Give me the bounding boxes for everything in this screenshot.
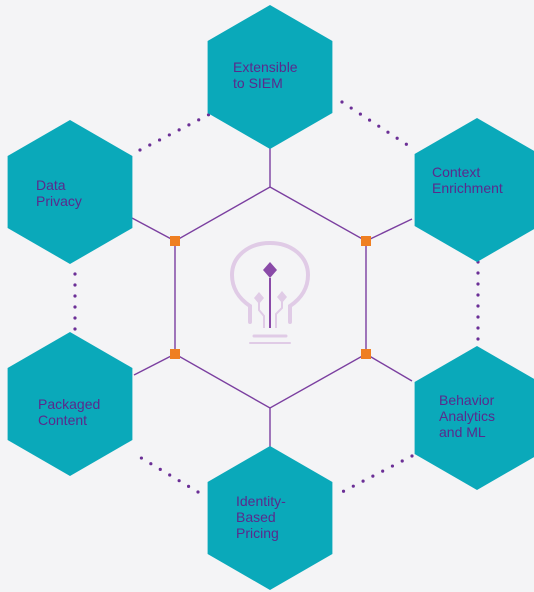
hexagon-shape (207, 5, 333, 149)
hexagon-label-line: Analytics (439, 408, 495, 424)
hexagon-label-line: Packaged (38, 396, 100, 412)
circuit-trace (275, 298, 283, 328)
dotted-links (73, 100, 480, 494)
hexagon-label-line: Extensible (233, 59, 298, 75)
hexagon-label-line: Identity- (236, 493, 286, 509)
circuit-trace (258, 300, 265, 328)
hexagon-shape (7, 332, 133, 476)
lightbulb-circuit-icon (229, 240, 311, 344)
dotted-link (136, 454, 200, 494)
hexagon-label-line: Behavior (439, 392, 495, 408)
connector-node (170, 236, 180, 246)
circuit-node (277, 291, 287, 303)
connector-node (170, 349, 180, 359)
hexagon-label-line: Based (236, 509, 276, 525)
dotted-link (340, 454, 414, 494)
hexagon-shape (7, 120, 133, 264)
hexagon-label-line: Context (432, 164, 480, 180)
hexagon-shape (207, 446, 333, 590)
spoke-connectors (131, 148, 413, 448)
hexagon-shape (414, 346, 534, 490)
hexagon-label-line: Pricing (236, 525, 279, 541)
dotted-link (138, 111, 214, 152)
spoke-line (365, 353, 413, 382)
bulb-outline (229, 240, 311, 324)
hexagon-shape (414, 118, 534, 262)
hexagon-label-line: Data (36, 177, 66, 193)
connector-node (361, 349, 371, 359)
connector-nodes (170, 236, 371, 359)
hexagon-label-line: Content (38, 412, 87, 428)
hexagon-label-line: to SIEM (233, 75, 283, 91)
dotted-link (340, 100, 414, 150)
hexagon-label-line: Enrichment (432, 180, 503, 196)
spoke-line (131, 217, 176, 242)
spoke-line (133, 353, 176, 376)
connector-node (361, 236, 371, 246)
circuit-node (263, 262, 277, 278)
spoke-line (365, 218, 413, 242)
hexagon-label-line: Privacy (36, 193, 82, 209)
circuit-node (254, 292, 264, 304)
hexagon-label-line: and ML (439, 424, 486, 440)
